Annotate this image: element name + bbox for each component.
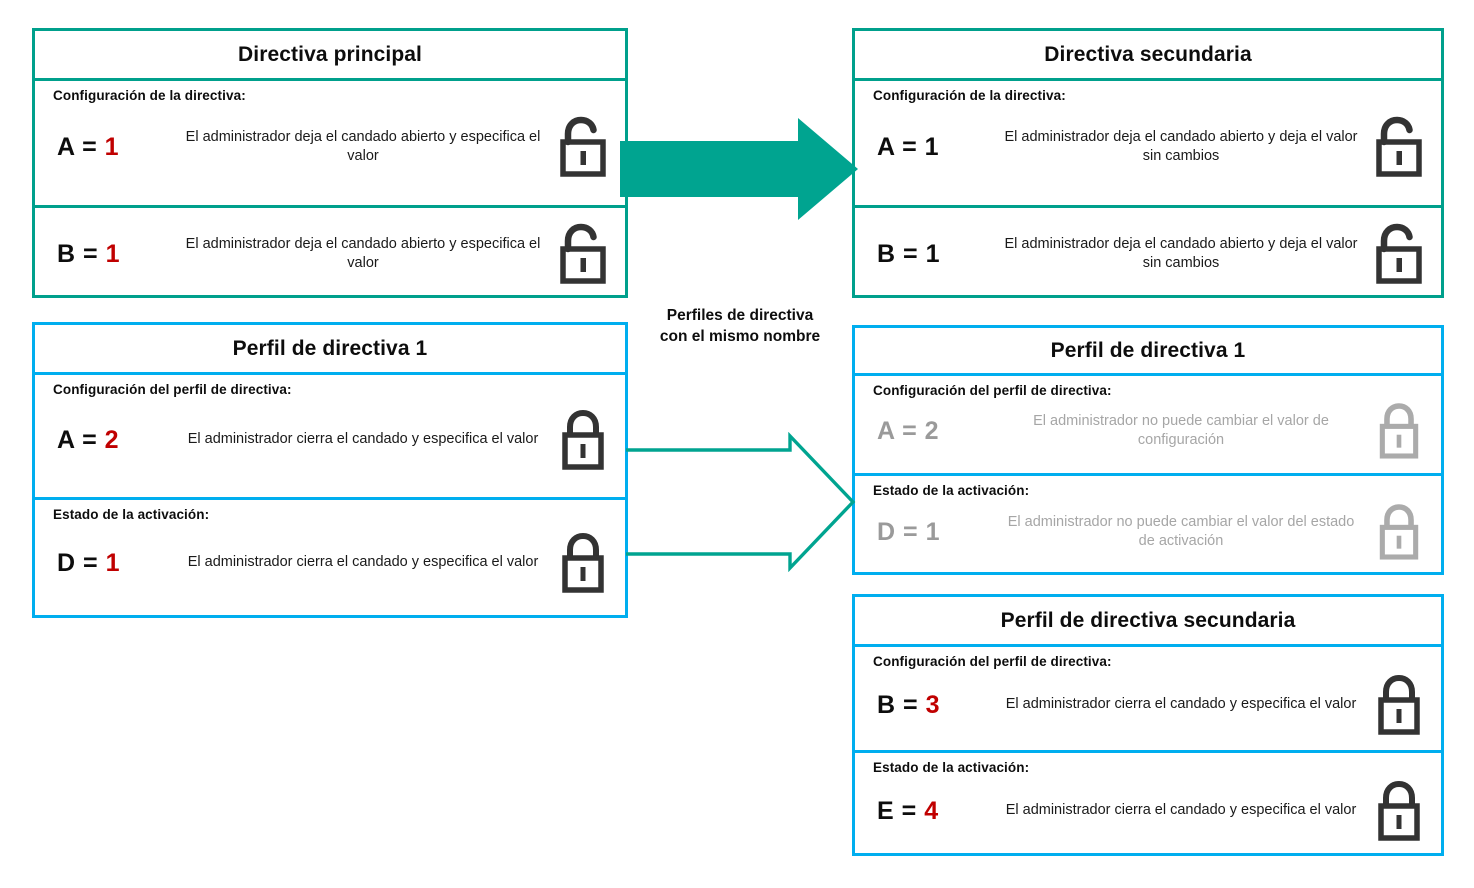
- policy-row: Estado de la activación: D = 1 El admini…: [35, 497, 625, 615]
- setting-description: El administrador deja el candado abierto…: [185, 235, 541, 271]
- row-label: Configuración de la directiva:: [53, 88, 246, 103]
- card-directiva-secundaria: Directiva secundaria Configuración de la…: [852, 28, 1444, 298]
- setting-key: B =: [877, 239, 919, 268]
- setting-description: El administrador deja el candado abierto…: [1004, 128, 1358, 164]
- setting-key-value: B = 3: [877, 691, 995, 720]
- setting-key-value: E = 4: [877, 797, 995, 826]
- setting-key-value: D = 1: [57, 549, 175, 578]
- setting-description: El administrador deja el candado abierto…: [1004, 235, 1358, 271]
- setting-description: El administrador no puede cambiar el val…: [1033, 412, 1329, 448]
- setting-key-value: A = 2: [877, 417, 995, 446]
- setting-key: A =: [57, 425, 98, 454]
- hollow-teal-arrow: [626, 432, 856, 572]
- locked-padlock-icon: [551, 532, 615, 594]
- setting-description: El administrador deja el candado abierto…: [185, 128, 541, 164]
- setting-value: 3: [925, 690, 940, 719]
- setting-description: El administrador no puede cambiar el val…: [1007, 513, 1355, 549]
- setting-key: B =: [57, 239, 99, 268]
- locked-padlock-icon: [551, 409, 615, 471]
- setting-value: 1: [924, 132, 940, 161]
- setting-value: 4: [924, 796, 939, 825]
- unlocked-padlock-icon: [551, 223, 615, 285]
- unlocked-padlock-icon: [551, 116, 615, 178]
- row-label: Configuración del perfil de directiva:: [53, 382, 292, 397]
- setting-value: 2: [924, 416, 940, 445]
- policy-row: B = 1 El administrador deja el candado a…: [35, 205, 625, 295]
- setting-description: El administrador cierra el candado y esp…: [1005, 802, 1357, 819]
- policy-row: Configuración de la directiva: A = 1 El …: [855, 81, 1441, 205]
- card-title: Perfil de directiva secundaria: [855, 597, 1441, 647]
- setting-value: 1: [105, 239, 120, 268]
- unlocked-padlock-icon: [1367, 116, 1431, 178]
- setting-value: 1: [925, 517, 940, 546]
- setting-key: A =: [877, 132, 918, 161]
- unlocked-padlock-icon: [1367, 223, 1431, 285]
- card-directiva-principal: Directiva principal Configuración de la …: [32, 28, 628, 298]
- setting-value: 1: [925, 239, 940, 268]
- center-label-line-2: con el mismo nombre: [659, 327, 821, 345]
- row-label: Estado de la activación:: [873, 483, 1030, 498]
- setting-key-value: A = 1: [877, 133, 995, 162]
- setting-key-value: B = 1: [57, 240, 175, 269]
- policy-row: Estado de la activación: D = 1 El admini…: [855, 473, 1441, 572]
- row-label: Estado de la activación:: [53, 507, 210, 522]
- card-perfil-de-directiva-secundaria: Perfil de directiva secundaria Configura…: [852, 594, 1444, 856]
- row-label: Configuración de la directiva:: [873, 88, 1066, 103]
- row-label: Configuración del perfil de directiva:: [873, 654, 1112, 669]
- center-label-line-1: Perfiles de directiva: [666, 307, 814, 324]
- policy-row: B = 1 El administrador deja el candado a…: [855, 205, 1441, 295]
- card-title: Perfil de directiva 1: [35, 325, 625, 375]
- setting-key: D =: [57, 548, 99, 577]
- setting-key: E =: [877, 796, 917, 825]
- card-title: Perfil de directiva 1: [855, 328, 1441, 376]
- policy-row: Estado de la activación: E = 4 El admini…: [855, 750, 1441, 853]
- setting-value: 1: [104, 132, 120, 161]
- setting-key: A =: [877, 416, 918, 445]
- setting-key-value: A = 1: [57, 133, 175, 162]
- card-title: Directiva secundaria: [855, 31, 1441, 81]
- setting-value: 2: [104, 425, 120, 454]
- setting-description: El administrador cierra el candado y esp…: [187, 554, 539, 571]
- setting-key-value: A = 2: [57, 426, 175, 455]
- policy-row: Configuración del perfil de directiva: A…: [855, 376, 1441, 473]
- setting-description: El administrador cierra el candado y esp…: [1005, 696, 1357, 713]
- card-title: Directiva principal: [35, 31, 625, 81]
- setting-value: 1: [105, 548, 120, 577]
- setting-key: B =: [877, 690, 919, 719]
- locked-padlock-icon: [1367, 674, 1431, 736]
- locked-padlock-icon: [1367, 402, 1431, 460]
- row-label: Estado de la activación:: [873, 760, 1030, 775]
- setting-key-value: D = 1: [877, 518, 995, 547]
- solid-teal-arrow: [620, 118, 858, 220]
- card-perfil-de-directiva-1-right: Perfil de directiva 1 Configuración del …: [852, 325, 1444, 575]
- setting-key: A =: [57, 132, 98, 161]
- row-label: Configuración del perfil de directiva:: [873, 383, 1112, 398]
- locked-padlock-icon: [1367, 503, 1431, 561]
- policy-row: Configuración del perfil de directiva: B…: [855, 647, 1441, 750]
- center-connector-label: Perfiles de directiva con el mismo nombr…: [640, 306, 840, 348]
- setting-key-value: B = 1: [877, 240, 995, 269]
- setting-description: El administrador cierra el candado y esp…: [187, 431, 539, 448]
- card-perfil-de-directiva-1-left: Perfil de directiva 1 Configuración del …: [32, 322, 628, 618]
- setting-key: D =: [877, 517, 919, 546]
- policy-row: Configuración de la directiva: A = 1 El …: [35, 81, 625, 205]
- locked-padlock-icon: [1367, 780, 1431, 842]
- policy-row: Configuración del perfil de directiva: A…: [35, 375, 625, 497]
